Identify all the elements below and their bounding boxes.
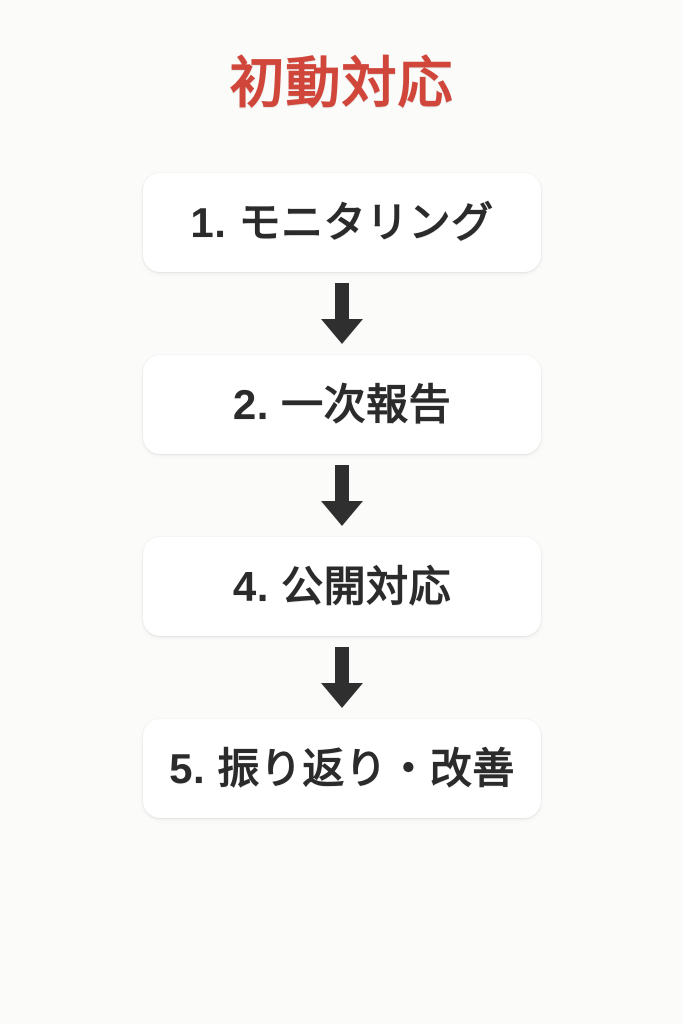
flow-connector-3	[143, 636, 541, 719]
flow-step-3-label: 4. 公開対応	[232, 562, 452, 610]
flow-step-4-label: 5. 振り返り・改善	[169, 744, 515, 792]
flow-connector-1	[143, 272, 541, 355]
flow-step-1-label: 1. モニタリング	[190, 198, 494, 246]
flow-step-1[interactable]: 1. モニタリング	[143, 173, 541, 272]
flow-step-2[interactable]: 2. 一次報告	[143, 355, 541, 454]
page-title: 初動対応	[229, 52, 454, 114]
flow-step-2-label: 2. 一次報告	[232, 380, 452, 428]
flow-step-3[interactable]: 4. 公開対応	[143, 537, 541, 636]
flow-step-4[interactable]: 5. 振り返り・改善	[143, 719, 541, 818]
arrow-down-icon	[321, 282, 363, 344]
process-flow: 1. モニタリング 2. 一次報告 4. 公開対応 5. 振り返	[143, 173, 541, 818]
arrow-down-icon	[321, 464, 363, 526]
arrow-down-icon	[321, 646, 363, 708]
flow-connector-2	[143, 454, 541, 537]
